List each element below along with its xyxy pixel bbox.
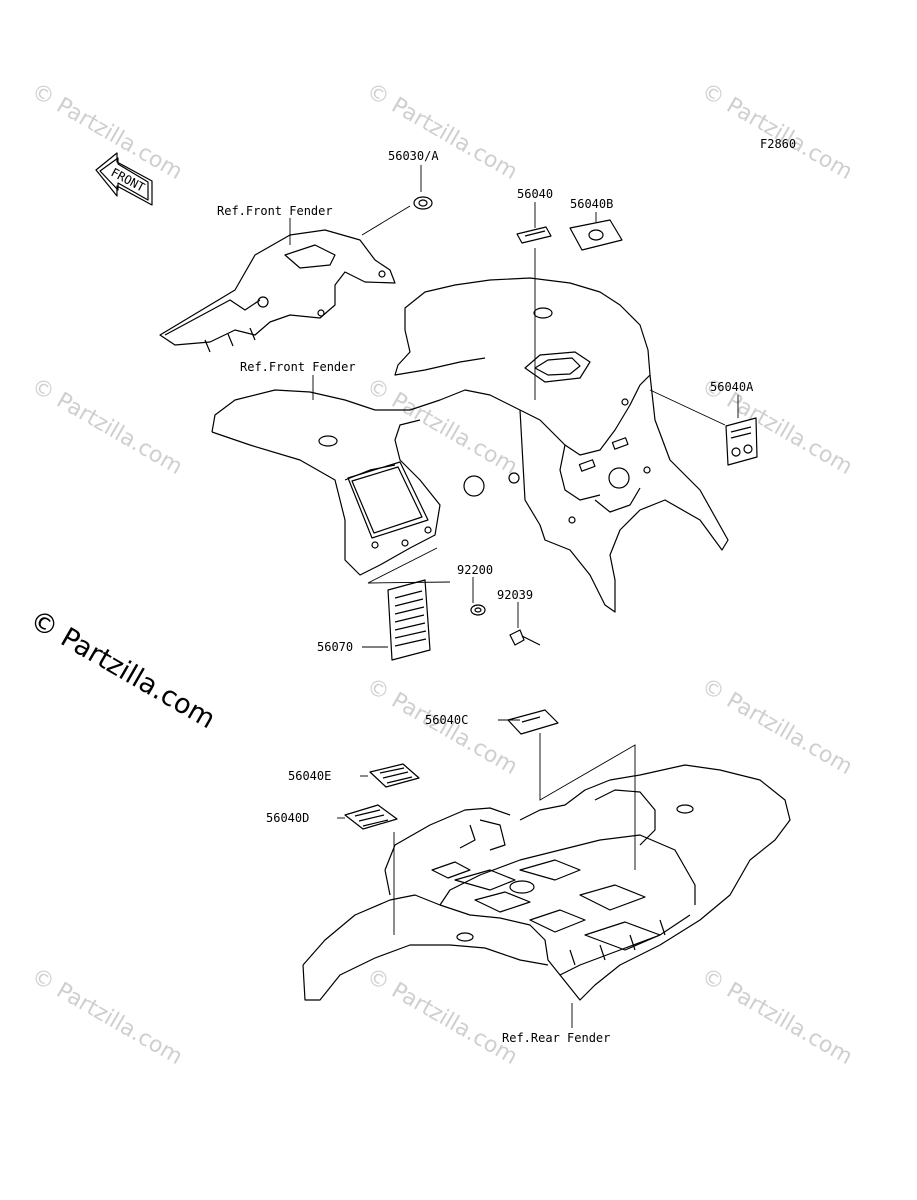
decal-56040C-icon: [507, 709, 559, 735]
watermark-8: © Partzilla.com: [697, 674, 857, 781]
rivet-92039-icon: [509, 629, 541, 646]
decal-56040-icon: [516, 226, 552, 244]
callout-56070: 56070: [317, 640, 353, 654]
washer-92200-icon: [470, 604, 486, 616]
watermark-9: © Partzilla.com: [27, 964, 187, 1071]
watermark-5: © Partzilla.com: [362, 374, 522, 481]
callout-92039: 92039: [497, 588, 533, 602]
watermark-11: © Partzilla.com: [697, 964, 857, 1071]
watermark-10: © Partzilla.com: [362, 964, 522, 1071]
callout-56040D: 56040D: [266, 811, 309, 825]
front-fender-upper: [159, 229, 396, 353]
watermark-3: © Partzilla.com: [697, 79, 857, 186]
callout-labels: 56030/A Ref.Front Fender 56040 56040B Re…: [217, 149, 754, 1045]
decal-56040D-icon: [344, 804, 398, 830]
callout-ref-rear-fender: Ref.Rear Fender: [502, 1031, 610, 1045]
decal-56040A-icon: [725, 417, 758, 466]
callout-56040E: 56040E: [288, 769, 331, 783]
rear-fender: [302, 764, 791, 1001]
callout-56040A: 56040A: [710, 380, 754, 394]
callout-ref-front-fender-1: Ref.Front Fender: [217, 204, 333, 218]
callout-56040C: 56040C: [425, 713, 468, 727]
callout-92200: 92200: [457, 563, 493, 577]
leader-lines: [289, 165, 739, 1028]
callout-56040: 56040: [517, 187, 553, 201]
callout-ref-front-fender-2: Ref.Front Fender: [240, 360, 356, 374]
decal-56040E-icon: [369, 763, 420, 788]
watermark-4: © Partzilla.com: [27, 374, 187, 481]
callout-56030A: 56030/A: [388, 149, 439, 163]
watermark-1: © Partzilla.com: [27, 79, 187, 186]
decal-56030A-icon: [413, 196, 433, 210]
callout-56040B: 56040B: [570, 197, 613, 211]
decal-56070-icon: [387, 579, 431, 661]
watermark-main: © Partzilla.com: [25, 604, 221, 735]
figure-code: F2860: [760, 137, 796, 151]
watermark-2: © Partzilla.com: [362, 79, 522, 186]
watermarks: © Partzilla.com © Partzilla.com © Partzi…: [25, 79, 857, 1071]
decal-56040B-icon: [569, 219, 623, 251]
front-fender-main: [211, 277, 729, 613]
